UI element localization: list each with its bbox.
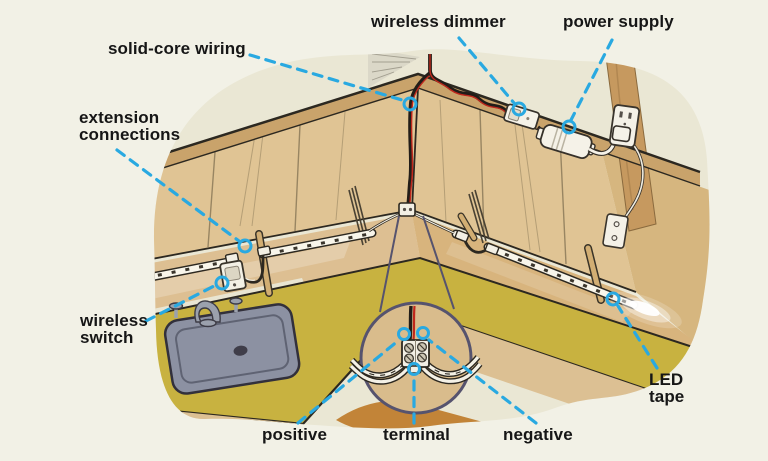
callout-rings	[214, 96, 621, 376]
led-glow	[610, 291, 682, 329]
callout-label-power-supply: power supply	[563, 12, 674, 31]
callout-label-solid-core-wiring: solid-core wiring	[108, 39, 246, 58]
callout-label-terminal: terminal	[383, 425, 450, 444]
callout-label-wireless-dimmer: wireless dimmer	[371, 12, 506, 31]
cabinet-top-band	[153, 74, 700, 186]
cabinet-door-lines	[207, 99, 567, 265]
leader-solid-core-wiring	[248, 53, 404, 102]
power-supply-device	[535, 124, 596, 159]
wall-outlet-upper	[608, 104, 641, 148]
leader-wireless-switch	[144, 284, 216, 323]
understrip-glow-right	[446, 242, 632, 322]
wall-outlet-lower	[602, 213, 629, 249]
led-tape-strips	[153, 228, 639, 310]
faucet	[168, 297, 243, 328]
upper-cabinet-right-face	[412, 88, 636, 292]
callout-label-extension-connections: extension connections	[79, 108, 181, 144]
plug	[611, 125, 632, 143]
callout-label-wireless-switch: wireless switch	[80, 311, 148, 347]
corner-wiring	[368, 71, 455, 235]
callout-label-positive: positive	[262, 425, 328, 444]
upper-cabinet-left-face	[153, 88, 418, 280]
corner-seam	[411, 87, 419, 211]
sink	[163, 303, 301, 395]
leader-positive	[296, 338, 401, 425]
callout-label-led-tape: LED tape	[649, 370, 685, 406]
leader-power-supply	[569, 38, 614, 122]
wall-hatch-wedge	[368, 49, 420, 88]
leader-wireless-dimmer	[457, 36, 516, 105]
callout-leaders	[115, 36, 659, 425]
magnifier	[348, 215, 483, 415]
callout-label-negative: negative	[503, 425, 573, 444]
terminal-block	[401, 339, 430, 374]
understrip-glow-left	[153, 242, 350, 316]
leader-negative	[427, 338, 538, 425]
leader-led-tape	[616, 304, 659, 370]
leader-extension-connections	[115, 148, 241, 243]
